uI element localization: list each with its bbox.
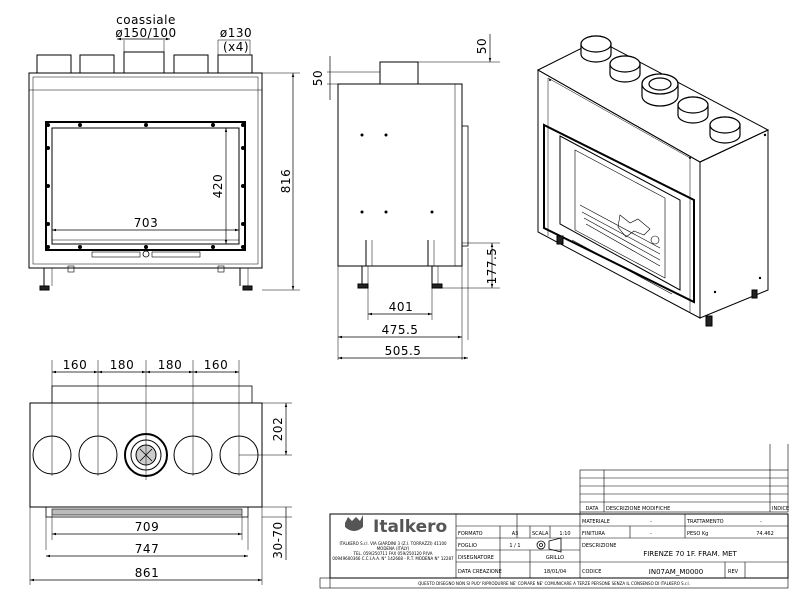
dim-202-label: 202 (271, 417, 285, 441)
pipe-diameter-label: ø130 (220, 26, 252, 40)
glass-width-label: 703 (134, 216, 158, 230)
side-top-right-50-label: 50 (475, 38, 489, 54)
label-data-creazione: DATA CREAZIONE (458, 569, 502, 575)
address-line-4: 00949600366 C.C.I.A.A. N° 142668 - R.T. … (332, 556, 454, 561)
value-formato: A3 (512, 531, 519, 537)
label-descrizione: DESCRIZIONE (582, 543, 616, 549)
title-block (319, 444, 789, 589)
label-materiale: MATERIALE (582, 519, 610, 525)
label-trattamento: TRATTAMENTO (686, 519, 724, 525)
address-line-1: ITALKERO S.r.l. VIA GIARDINI 3 (Z.I. TOR… (339, 541, 447, 546)
height-816-label: 816 (279, 169, 293, 193)
value-descrizione: FIRENZE 70 1F. FRAM. MET (643, 550, 737, 558)
front-view (28, 37, 300, 291)
value-foglio: 1 / 1 (509, 543, 520, 549)
address-line-2: MODENA (ITALY) (377, 546, 410, 551)
spacing-label-1: 160 (63, 358, 87, 372)
side-view (327, 34, 500, 360)
spacing-label-4: 160 (204, 358, 228, 372)
header-data: DATA (586, 506, 599, 512)
dim-30-70-label: 30-70 (271, 521, 285, 558)
fireplace-body-front (28, 72, 263, 269)
label-foglio: FOGLIO (458, 543, 477, 549)
label-scala: SCALA (532, 531, 549, 537)
label-formato: FORMATO (458, 531, 483, 537)
side-top-50-label: 50 (311, 70, 325, 86)
width-709-label: 709 (135, 520, 159, 534)
value-codice: IN07AM_M0000 (649, 568, 703, 576)
label-rev: REV (728, 569, 739, 575)
footer-notice: QUESTO DISEGNO NON SI PUO' RIPRODURRE NE… (418, 581, 690, 586)
label-finitura: FINITURA (582, 531, 606, 537)
projection-symbol-icon (536, 537, 562, 553)
address-line-3: TEL. 059/250711 FAX 059/250120 P.IVA (353, 551, 433, 556)
italkero-logo (345, 515, 363, 531)
value-disegnatore: GRILLO (546, 555, 564, 561)
isometric-view (536, 35, 770, 327)
spacing-label-2: 180 (110, 358, 134, 372)
value-trattamento: - (760, 519, 762, 525)
width-747-label: 747 (135, 542, 159, 556)
value-data-creazione: 18/01/04 (544, 569, 566, 575)
header-descrizione-modifiche: DESCRIZIONE MODIFICHE (606, 506, 670, 512)
spacing-label-3: 180 (158, 358, 182, 372)
label-peso: PESO Kg (687, 531, 708, 537)
value-materiale: - (650, 519, 652, 525)
value-peso: 74.462 (756, 531, 774, 537)
glass-panel (51, 127, 240, 245)
width-861-label: 861 (135, 566, 159, 580)
depth-475-label: 475.5 (382, 323, 419, 337)
depth-401-label: 401 (389, 300, 413, 314)
value-scala: 1:10 (559, 531, 570, 537)
depth-505-label: 505.5 (385, 344, 422, 358)
coax-label: coassiale (116, 13, 176, 27)
iso-pipes (580, 35, 741, 144)
glass-height-label: 420 (211, 174, 225, 198)
company-name: Italkero (373, 517, 447, 537)
label-codice: CODICE (582, 569, 601, 575)
value-finitura: - (650, 531, 652, 537)
coax-diameter-label: ø150/100 (115, 26, 176, 40)
pipe-count-label: (x4) (223, 40, 249, 54)
leg-177-label: 177.5 (485, 248, 499, 285)
top-view (29, 360, 292, 585)
label-disegnatore: DISEGNATORE (458, 555, 494, 561)
header-indice: INDICE (772, 506, 789, 512)
